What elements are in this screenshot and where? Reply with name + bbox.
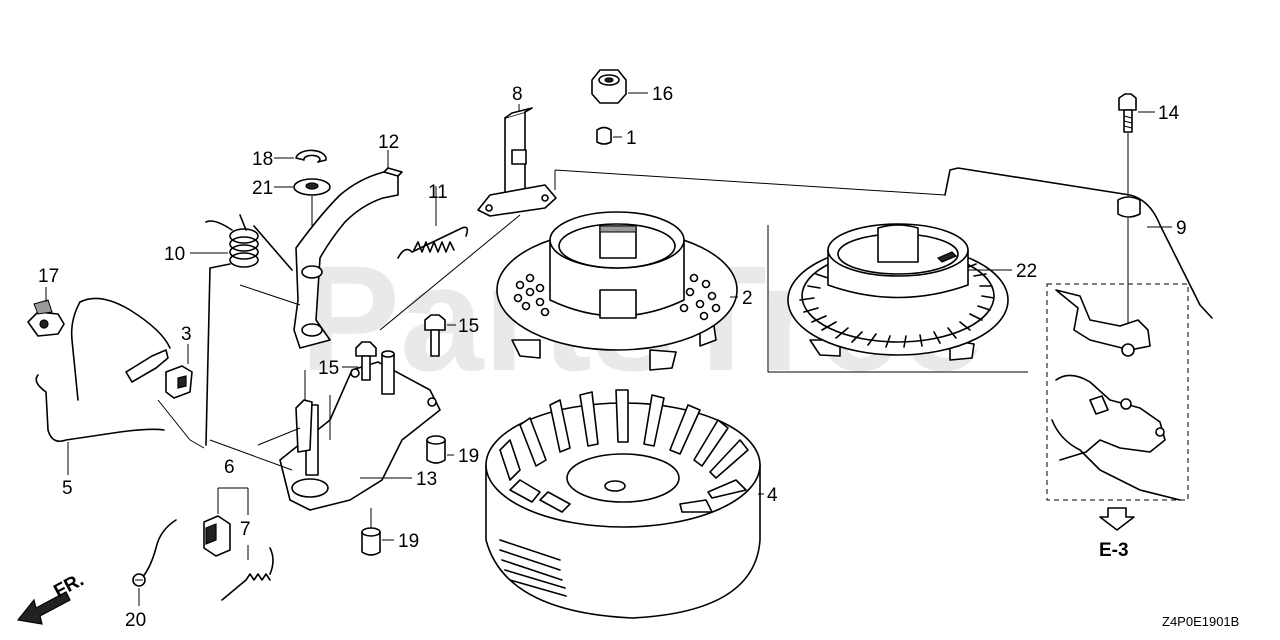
part-16-nut[interactable]	[591, 69, 627, 104]
label-14: 14	[1158, 103, 1180, 124]
reference-label: E-3	[1099, 540, 1129, 561]
part-4-flywheel[interactable]	[485, 389, 761, 619]
label-2: 2	[742, 288, 753, 309]
label-17: 17	[38, 266, 59, 287]
label-15-a: 15	[318, 358, 339, 379]
label-8: 8	[512, 84, 523, 105]
label-20: 20	[125, 610, 146, 631]
part-15-bolt-b[interactable]	[424, 314, 446, 357]
label-15-b: 15	[458, 316, 479, 337]
front-direction-arrow-icon	[16, 591, 71, 625]
flywheel-fins	[499, 389, 749, 513]
label-7: 7	[240, 519, 251, 540]
label-3: 3	[181, 324, 192, 345]
label-11: 11	[428, 182, 448, 203]
flywheel-vents	[499, 539, 567, 597]
label-6: 6	[224, 457, 235, 478]
part-9-governor-rod[interactable]	[944, 167, 1213, 319]
part-19-collar-b[interactable]	[361, 527, 381, 556]
label-16: 16	[652, 84, 673, 105]
label-19-b: 19	[398, 531, 419, 552]
part-8-governor-arm[interactable]	[477, 107, 557, 217]
part-17-switch[interactable]	[27, 299, 65, 337]
part-2-pulley[interactable]	[496, 211, 738, 371]
diagram-code: Z4P0E1901B	[1162, 614, 1239, 629]
label-21: 21	[252, 178, 273, 199]
label-10: 10	[164, 244, 185, 265]
part-20-screw[interactable]	[132, 573, 146, 587]
part-19-collar-a[interactable]	[426, 435, 446, 464]
label-22: 22	[1016, 261, 1037, 282]
part-10-torsion-spring[interactable]	[205, 214, 293, 446]
label-13: 13	[416, 469, 437, 490]
label-9: 9	[1176, 218, 1187, 239]
label-1: 1	[626, 128, 637, 149]
part-14-bolt[interactable]	[1118, 93, 1137, 133]
part-5-wire[interactable]	[35, 297, 171, 443]
part-3-connector[interactable]	[165, 365, 193, 399]
part-18-clip[interactable]	[295, 149, 327, 163]
label-18: 18	[252, 149, 273, 170]
part-1-key[interactable]	[596, 126, 612, 145]
reference-arrow-icon	[1099, 507, 1135, 531]
part-22-pulley-assembly[interactable]	[787, 223, 1009, 361]
part-6-bracket[interactable]	[139, 515, 231, 581]
pulley-fins	[799, 255, 995, 348]
label-4: 4	[767, 485, 778, 506]
label-5: 5	[62, 478, 73, 499]
part-11-spring[interactable]	[397, 226, 469, 259]
part-12-arm[interactable]	[293, 167, 403, 349]
part-15-bolt-a[interactable]	[355, 341, 377, 381]
part-13-plate[interactable]	[279, 350, 441, 511]
label-19-a: 19	[458, 446, 479, 467]
pulley-holes	[513, 273, 721, 321]
label-12: 12	[378, 132, 399, 153]
part-21-washer[interactable]	[293, 178, 331, 196]
inset-governor-linkage	[1051, 289, 1181, 501]
part-7-spring[interactable]	[221, 547, 274, 601]
